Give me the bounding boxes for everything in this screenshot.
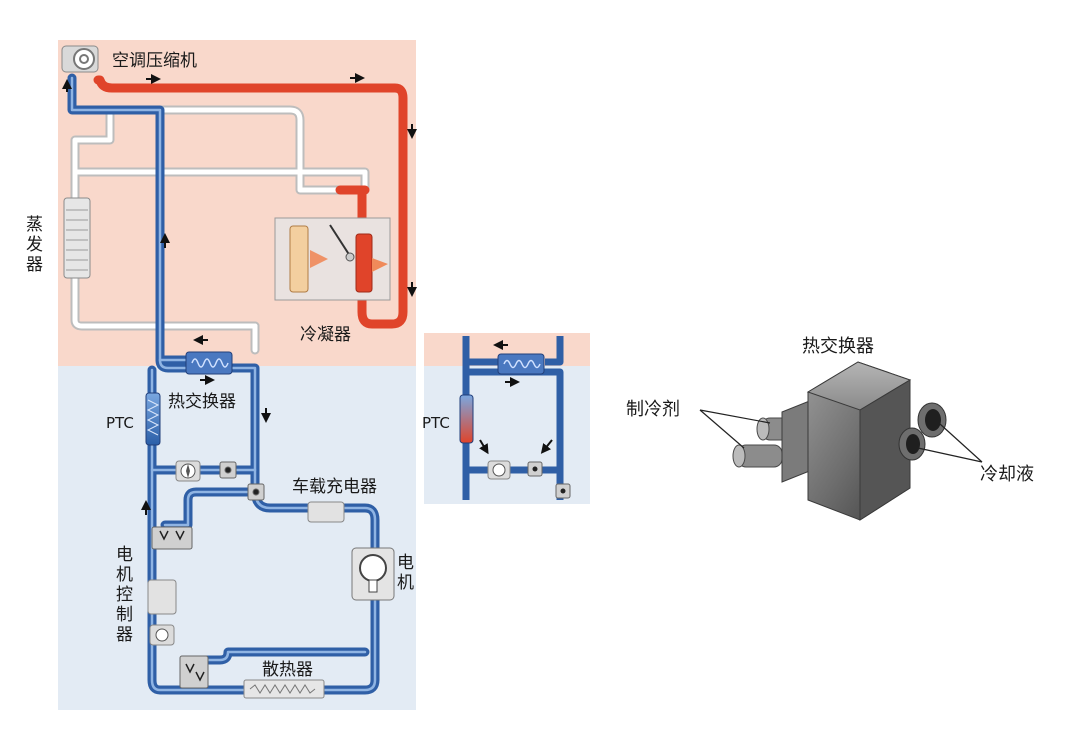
refrigerant-label: 制冷剂: [626, 399, 680, 420]
compressor-label: 空调压缩机: [112, 51, 197, 71]
flow-arrows: [62, 73, 417, 515]
evaporator: [63, 197, 91, 279]
charger-label: 车载充电器: [292, 477, 377, 497]
condenser: [274, 217, 391, 301]
heat-exchanger-label: 热交换器: [168, 392, 236, 412]
inset-ptc-label: PTC: [422, 414, 450, 432]
hot-refrigerant-pipes: [93, 75, 408, 329]
motor-vert-text: 电机: [397, 553, 414, 593]
motor-controller: [147, 579, 177, 615]
coolant-label: 冷却液: [980, 464, 1034, 485]
check-valves: [219, 461, 265, 501]
motor-label: 电机: [397, 553, 414, 593]
radiator: [243, 679, 325, 699]
ptc-label: PTC: [106, 414, 134, 432]
compressor: [61, 45, 99, 73]
onboard-charger: [307, 501, 345, 523]
secondary-pump: [149, 624, 175, 646]
evap-glyphs-text: 蒸发器: [26, 215, 43, 275]
inset-diagram: [459, 336, 571, 500]
mode-valve-upper: [151, 526, 193, 550]
mc-vert-text: 电机控制器: [116, 545, 133, 645]
motor: [351, 547, 395, 601]
condenser-label: 冷凝器: [300, 325, 351, 345]
ptc-heater: [145, 392, 161, 446]
component-title: 热交换器: [802, 336, 874, 357]
refrigerant-zone: [58, 40, 416, 366]
inset-coolant-zone: [424, 366, 590, 504]
radiator-label: 散热器: [262, 660, 313, 680]
heat-exchanger: [185, 351, 233, 375]
evaporator-label-glyphs: 蒸发器: [26, 215, 43, 275]
coolant-pump: [175, 460, 201, 482]
mode-valve-lower: [179, 655, 209, 689]
motor-controller-label: 电机控制器: [116, 545, 133, 645]
heat-exchanger-3d-render: [699, 361, 983, 521]
